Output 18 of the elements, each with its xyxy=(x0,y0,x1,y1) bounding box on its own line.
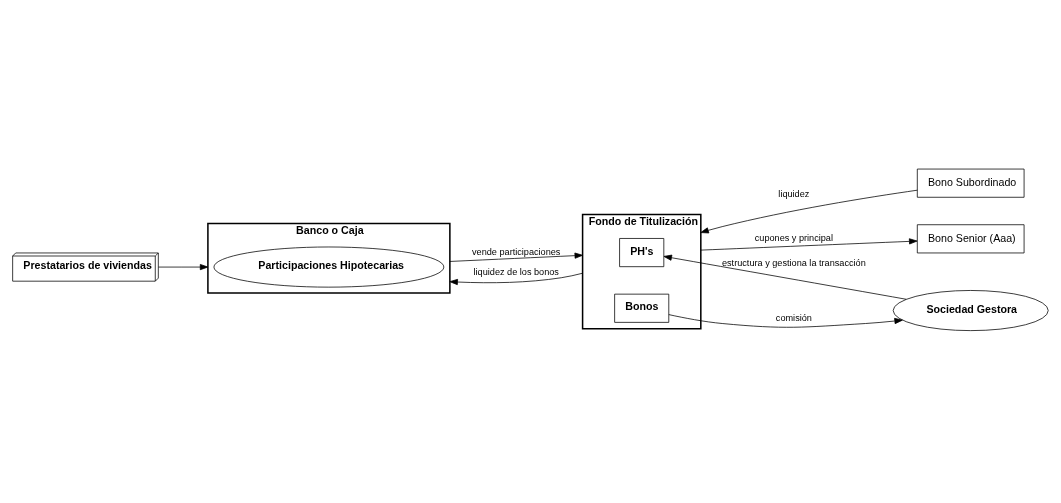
node-ellipse: Participaciones Hipotecarias xyxy=(213,246,445,288)
edge-label: comisión xyxy=(775,312,812,323)
node-box: Bonos xyxy=(614,293,670,323)
arrow xyxy=(158,263,209,270)
edge-label: liquidez de los bonos xyxy=(473,266,559,277)
edge-label: liquidez xyxy=(778,188,810,199)
edge-label: vende participaciones xyxy=(472,246,561,257)
arrow xyxy=(700,237,918,250)
node-box: Bono Subordinado xyxy=(916,168,1025,198)
edge-label: estructura y gestiona la transacción xyxy=(721,257,866,268)
arrow xyxy=(449,252,583,262)
arrow xyxy=(449,272,583,285)
node-box: Bono Senior (Aaa) xyxy=(916,223,1025,253)
node-box: PH's xyxy=(619,237,665,267)
arrow xyxy=(700,189,918,233)
arrow xyxy=(668,313,903,328)
edge-label: cupones y principal xyxy=(754,232,833,243)
arrow xyxy=(663,254,907,300)
